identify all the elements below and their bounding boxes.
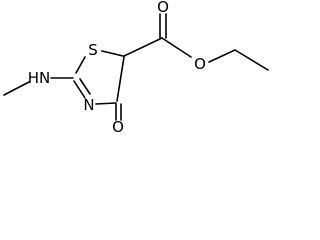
atom-label-ketone-oxygen: O bbox=[112, 118, 124, 136]
atom-label-ring-nitrogen: N bbox=[83, 96, 94, 114]
bond-n3-c2-b bbox=[79, 78, 91, 95]
atom-label-sulfur: S bbox=[88, 41, 98, 59]
atom-label-amine: HN bbox=[28, 69, 51, 87]
bond-n3-c2-a bbox=[73, 80, 86, 99]
structure-canvas: S N HN O O O bbox=[3, 0, 269, 136]
bond-c4-n3 bbox=[95, 102, 117, 105]
atom-label-ester-ether-oxygen: O bbox=[194, 55, 206, 73]
bond-oether-ch2 bbox=[208, 49, 236, 63]
bond-ch2-ch3 bbox=[234, 49, 269, 71]
molecule-drawing: S N HN O O O bbox=[3, 0, 269, 136]
bond-c2-s bbox=[75, 56, 86, 74]
bond-c5-ccarbonyl bbox=[123, 37, 163, 57]
bond-methyl-nh bbox=[3, 81, 30, 96]
bond-s-c5 bbox=[101, 50, 124, 57]
bond-c5-c4 bbox=[116, 56, 125, 102]
atom-label-ester-carbonyl-oxygen: O bbox=[157, 0, 169, 16]
bond-ccarbonyl-oether bbox=[161, 37, 192, 58]
